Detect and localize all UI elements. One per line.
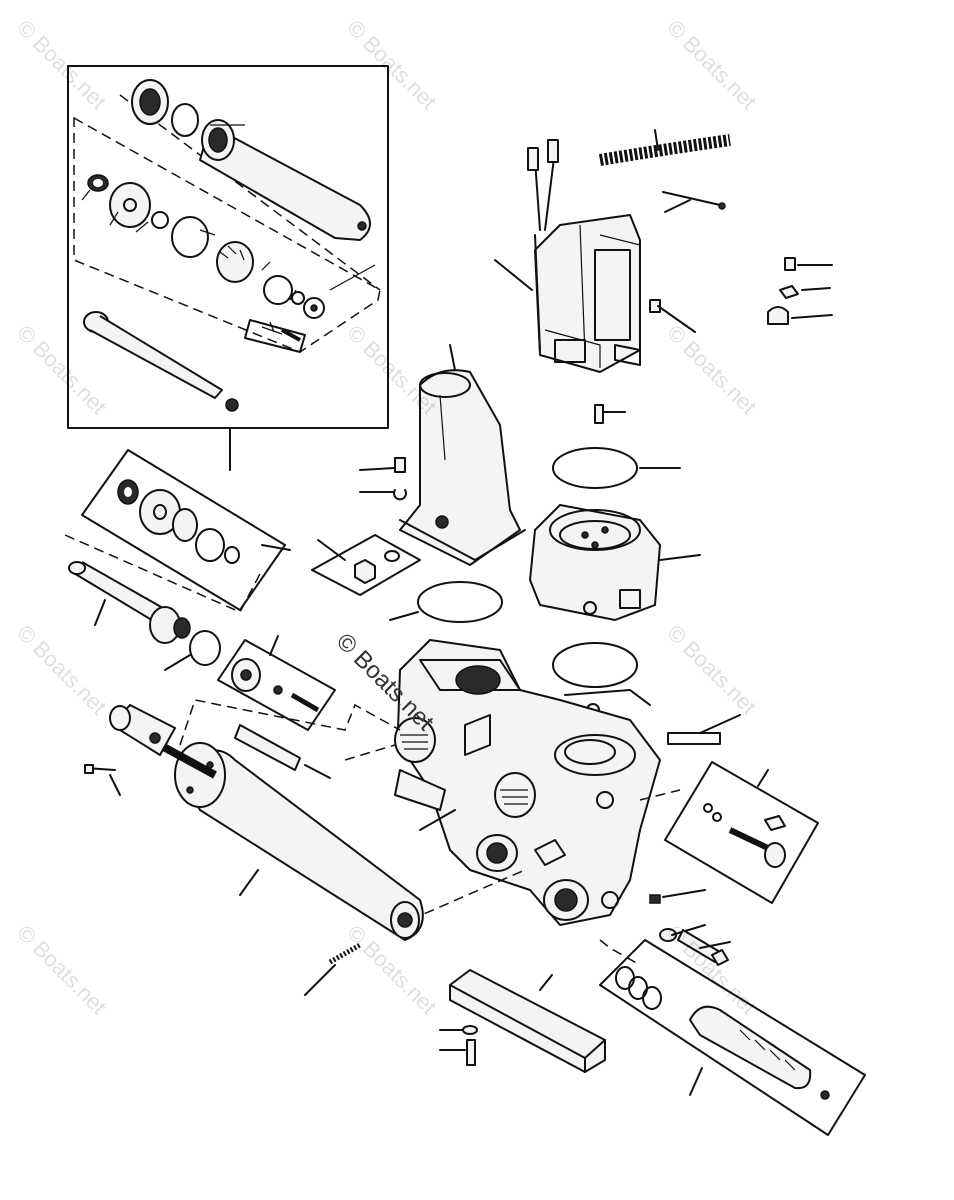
fill-plug-box [311, 534, 421, 596]
manual-release-box [81, 449, 286, 611]
o-ring-lower [552, 642, 638, 688]
inset-tag [244, 319, 306, 353]
cylinder-clevis [109, 704, 176, 756]
inset-cylinder-tube [131, 79, 371, 241]
o-ring-upper [552, 447, 638, 489]
inset-piston-parts [87, 174, 325, 319]
piston-detail-box [217, 639, 336, 731]
o-ring-middle [417, 581, 503, 623]
reservoir [399, 369, 526, 566]
pump-housing [529, 504, 661, 621]
manifold-body [394, 639, 661, 926]
screw-set-right [767, 257, 833, 325]
shuttle-valve-box [599, 939, 866, 1136]
wire-sleeve [599, 129, 731, 213]
pump-motor [527, 139, 641, 373]
o-ring-left [189, 630, 221, 666]
trim-rod-left [68, 561, 191, 644]
inset-box [67, 65, 389, 429]
decal-plate [667, 732, 721, 745]
trim-cylinder [158, 741, 424, 941]
tube-piece [234, 724, 301, 771]
valve-detail-box [664, 761, 819, 904]
inset-rod [83, 311, 239, 412]
anode-block [449, 969, 606, 1073]
